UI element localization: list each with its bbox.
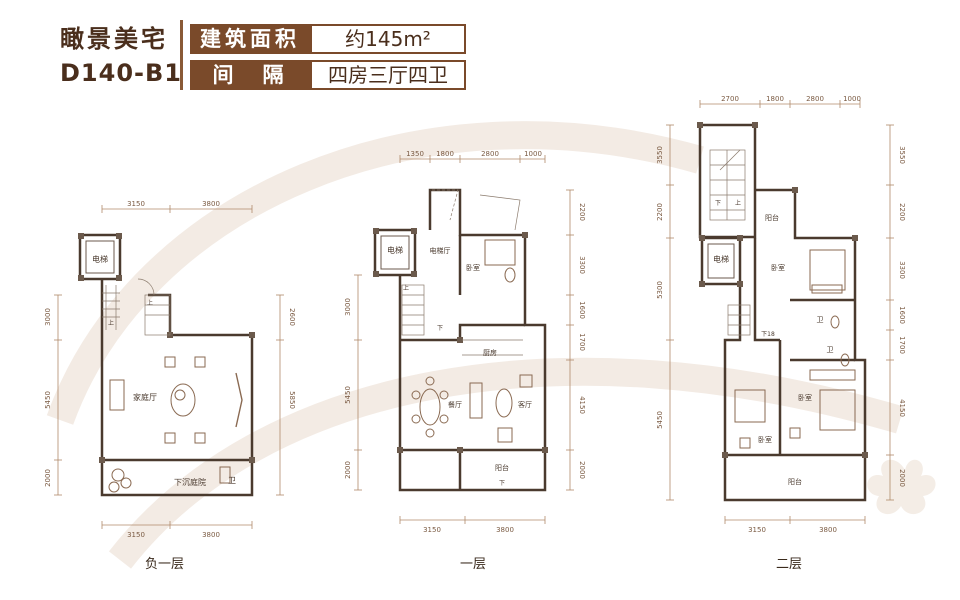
room-bedroom-3: 卧室 [758,435,772,444]
dim-left-1: 3000 [344,298,352,316]
room-balcony: 阳台 [495,463,509,472]
mark-down-2: 下 [499,480,505,487]
dim-right-2: 5850 [288,391,296,409]
plan-second-floor: 2700 1800 2800 1000 3150 3800 3550 2200 … [656,95,906,534]
room-dining: 餐厅 [448,400,462,409]
area-row: 建筑面积 约145m² [190,24,466,54]
plan-ground-floor: 1350 1800 2800 1000 3150 3800 3000 5450 … [344,150,586,534]
dim-right-1: 2200 [578,203,586,221]
dim-right-1: 3550 [898,146,906,164]
dim-right-5: 1700 [898,336,906,354]
dim-bottom-1: 3150 [423,526,441,534]
dim-top-3: 2800 [806,95,824,103]
mark-up: 上 [735,199,741,207]
room-bedroom-2: 卧室 [798,393,812,402]
room-balcony-north: 阳台 [765,213,779,222]
room-bath-2: 卫 [827,346,834,354]
layout-row: 间 隔 四房三厅四卫 [190,60,466,90]
dim-bottom-1: 3150 [127,531,145,539]
area-label: 建筑面积 [190,24,310,54]
room-elevator: 电梯 [713,254,729,264]
dim-left-2: 2200 [656,203,664,221]
mark-up-2: 上 [108,319,114,327]
room-bath: 卫 [228,476,236,485]
dim-top-2: 3800 [202,200,220,208]
room-bedroom-1: 卧室 [771,263,785,272]
unit-code: D140-B1 [60,59,182,87]
dim-right-6: 2000 [578,461,586,479]
caption-basement: 负一层 [145,557,185,572]
room-bedroom: 卧室 [466,263,480,272]
dim-right-3: 3300 [898,261,906,279]
dim-top-1: 2700 [721,95,739,103]
dim-right-2: 2200 [898,203,906,221]
caption-second-floor: 二层 [776,557,803,572]
dim-left-1: 3550 [656,146,664,164]
mark-down-2: 下18 [761,331,775,338]
dim-left-4: 5450 [656,411,664,429]
dim-right-4: 1600 [898,306,906,324]
layout-value: 四房三厅四卫 [310,60,466,90]
area-value: 约145m² [310,24,466,54]
dim-right-6: 4150 [898,399,906,417]
dim-top-2: 1800 [766,95,784,103]
dim-left-3: 2000 [344,461,352,479]
dim-right-3: 1600 [578,301,586,319]
dim-right-1: 2600 [288,308,296,326]
dim-right-2: 3300 [578,256,586,274]
layout-label: 间 隔 [190,60,310,90]
dim-right-5: 4150 [578,396,586,414]
plan-basement: 3150 3800 3150 3800 3000 5450 2000 2600 … [44,200,296,539]
dim-bottom-2: 3800 [202,531,220,539]
dim-top-4: 1000 [524,150,542,158]
mark-up: 上 [403,284,409,292]
room-family-hall: 家庭厅 [133,392,157,402]
room-elevator-hall: 电梯厅 [430,246,451,255]
mark-down-1: 下 [437,325,443,332]
dim-bottom-2: 3800 [496,526,514,534]
brand-block: 瞰景美宅 D140-B1 [60,22,182,90]
room-elevator: 电梯 [387,245,403,255]
dim-top-2: 1800 [436,150,454,158]
dim-left-3: 5300 [656,281,664,299]
mark-down-1: 下 [715,200,721,207]
dim-bottom-2: 3800 [819,526,837,534]
mark-up-1: 上 [147,299,153,307]
project-name: 瞰景美宅 [60,25,168,53]
caption-ground-floor: 一层 [460,557,487,572]
room-bath-1: 卫 [817,316,824,324]
dim-left-3: 2000 [44,469,52,487]
header-divider [180,20,183,90]
dim-left-2: 5450 [344,386,352,404]
room-living: 客厅 [518,400,532,409]
dim-bottom-1: 3150 [748,526,766,534]
room-sunken-court: 下沉庭院 [174,477,206,487]
dim-left-1: 3000 [44,308,52,326]
dim-right-4: 1700 [578,333,586,351]
dim-right-7: 2000 [898,469,906,487]
dim-top-3: 2800 [481,150,499,158]
dim-top-1: 3150 [127,200,145,208]
dim-left-2: 5450 [44,391,52,409]
dim-top-1: 1350 [406,150,424,158]
room-kitchen: 厨房 [483,348,497,357]
dim-top-4: 1000 [843,95,861,103]
room-elevator: 电梯 [92,254,108,264]
room-balcony-south: 阳台 [788,477,802,486]
